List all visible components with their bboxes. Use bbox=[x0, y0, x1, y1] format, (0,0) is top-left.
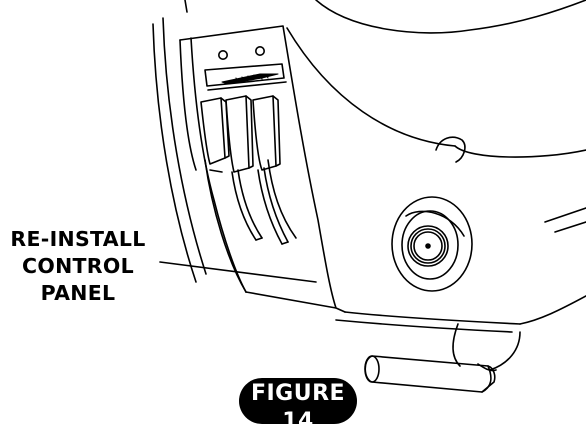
control-panel bbox=[179, 25, 346, 313]
callout-leader-line bbox=[159, 261, 317, 283]
lower-housing bbox=[335, 295, 586, 333]
callout-label: RE-INSTALL CONTROL PANEL bbox=[0, 226, 156, 307]
housing-shell bbox=[152, 0, 207, 283]
figure-label: FIGURE 14 bbox=[239, 378, 357, 434]
callout-line-3: PANEL bbox=[40, 281, 116, 305]
slider-knobs bbox=[200, 95, 297, 245]
appliance-illustration bbox=[152, 0, 586, 393]
lever-handle bbox=[364, 323, 521, 393]
valve-fitting bbox=[391, 196, 473, 292]
upper-housing bbox=[286, 0, 586, 233]
screw-hole-left bbox=[218, 49, 229, 60]
callout-line-1: RE-INSTALL bbox=[10, 227, 146, 251]
callout-line-2: CONTROL bbox=[22, 254, 134, 278]
screw-hole-right bbox=[255, 45, 266, 56]
